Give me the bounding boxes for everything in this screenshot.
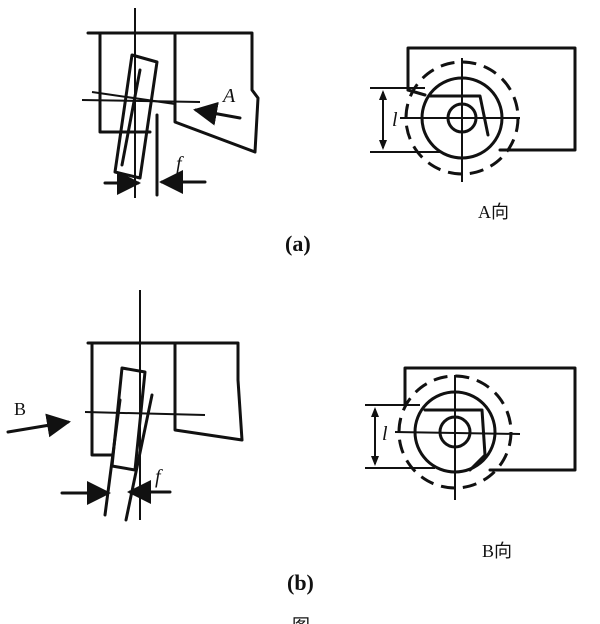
dimension-l-label-b: l	[382, 423, 388, 445]
view-a-label: A向	[478, 202, 509, 222]
figure-b-side-view: B f	[6, 290, 244, 522]
arrow-a-label: A	[221, 85, 236, 107]
gap-f-label-a: f	[176, 153, 184, 175]
figure-b-direction-view: l B向	[365, 366, 577, 561]
gap-f-label-b: f	[155, 466, 163, 488]
view-b-label: B向	[482, 541, 512, 561]
caption-b: (b)	[287, 570, 314, 595]
dimension-l-label-a: l	[392, 109, 398, 131]
figure-caption: 图	[292, 616, 310, 624]
figure-a-direction-view: l A向	[370, 46, 577, 222]
caption-a: (a)	[285, 231, 311, 256]
figure-a-side-view: A f	[81, 8, 260, 198]
arrow-b-label: B	[14, 399, 26, 419]
